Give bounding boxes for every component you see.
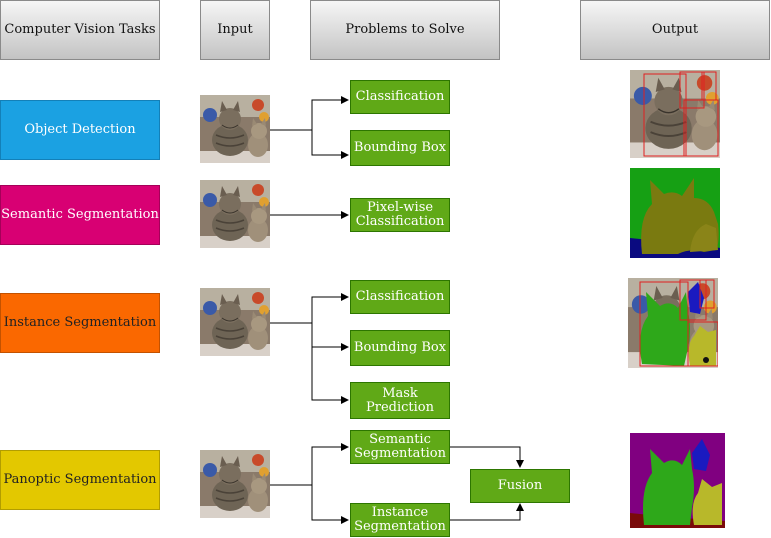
task-panoptic-segmentation: Panoptic Segmentation <box>0 450 160 510</box>
is-connector-classification <box>270 293 349 324</box>
od-connector-bbox <box>311 130 349 159</box>
od-connector-classification <box>270 96 349 131</box>
output-object-detection <box>630 70 720 158</box>
input-image-semantic-segmentation <box>200 180 270 248</box>
input-image-instance-segmentation <box>200 288 270 356</box>
problem-is-mask-prediction: Mask Prediction <box>350 382 450 419</box>
problem-ps-instance: Instance Segmentation <box>350 503 450 537</box>
is-connector-bbox <box>311 323 349 351</box>
problem-od-classification: Classification <box>350 80 450 114</box>
ps-connector-fusion-bottom <box>450 503 524 521</box>
problem-is-bounding-box: Bounding Box <box>350 330 450 366</box>
task-semantic-segmentation: Semantic Segmentation <box>0 185 160 245</box>
header-problems: Problems to Solve <box>310 0 500 60</box>
problem-is-classification: Classification <box>350 280 450 314</box>
problem-ps-semantic: Semantic Segmentation <box>350 430 450 464</box>
problem-ss-pixelwise: Pixel-wise Classification <box>350 198 450 232</box>
ps-connector-semantic <box>270 443 349 486</box>
task-instance-segmentation: Instance Segmentation <box>0 293 160 353</box>
input-image-object-detection <box>200 95 270 163</box>
is-connector-mask <box>311 347 349 404</box>
output-instance-segmentation <box>628 278 718 368</box>
task-object-detection: Object Detection <box>0 100 160 160</box>
header-output: Output <box>580 0 770 60</box>
input-image-panoptic-segmentation <box>200 450 270 518</box>
problem-od-bounding-box: Bounding Box <box>350 130 450 166</box>
problem-ps-fusion: Fusion <box>470 469 570 503</box>
ps-connector-fusion-top <box>450 446 524 468</box>
output-semantic-segmentation <box>630 168 720 258</box>
ps-connector-instance <box>311 485 349 524</box>
output-panoptic-segmentation <box>630 433 725 528</box>
header-input: Input <box>200 0 270 60</box>
header-tasks: Computer Vision Tasks <box>0 0 160 60</box>
